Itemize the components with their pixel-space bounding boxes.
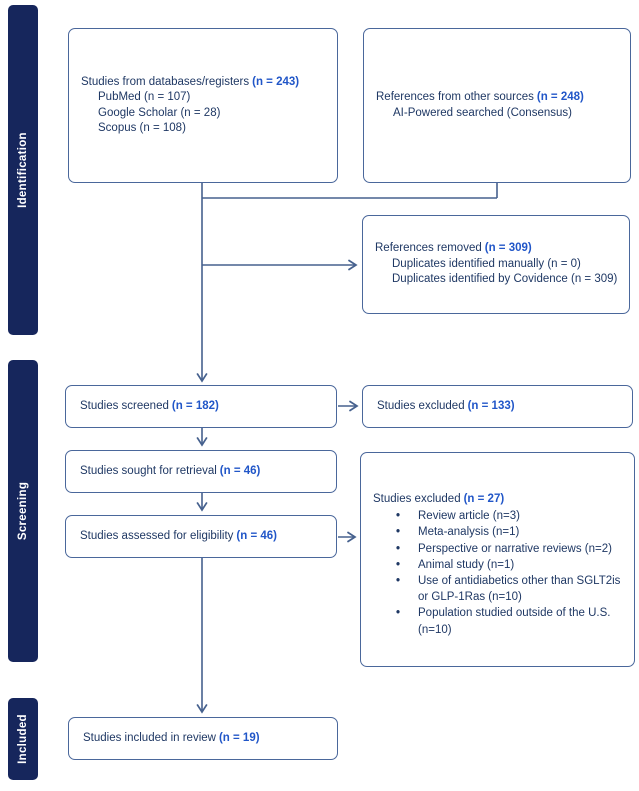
box-title-text: References from other sources (376, 91, 534, 103)
box-n-value: (n = 46) (219, 464, 261, 477)
box-studies-sought-retrieval: Studies sought for retrieval(n = 46) (65, 450, 337, 493)
box-n-value: (n = 133) (467, 399, 515, 412)
box-title-text: Studies included in review (83, 731, 216, 744)
list-item: PubMed (n = 107) (98, 91, 191, 103)
box-studies-screened: Studies screened(n = 182) (65, 385, 337, 428)
box-studies-excluded-eligibility: Studies excluded(n = 27) Review article … (360, 452, 635, 667)
stage-bar-identification: Identification (8, 5, 38, 335)
box-title-text: Studies sought for retrieval (80, 464, 217, 477)
other-sources-list: AI-Powered searched (Consensus) (376, 106, 630, 122)
box-n-value: (n = 19) (218, 731, 260, 744)
box-n-value: (n = 46) (236, 529, 278, 542)
box-n-value: (n = 27) (463, 493, 505, 505)
stage-label-screening: Screening (17, 481, 29, 541)
box-studies-from-databases: Studies from databases/registers(n = 243… (68, 28, 338, 183)
box-title-text: Studies excluded (377, 399, 465, 412)
box-title: References from other sources(n = 248) (376, 90, 630, 106)
box-studies-assessed-eligibility: Studies assessed for eligibility(n = 46) (65, 515, 337, 558)
box-studies-included-review: Studies included in review(n = 19) (68, 717, 338, 760)
stage-bar-included: Included (8, 698, 38, 780)
box-title-text: Studies from databases/registers (81, 75, 250, 88)
database-sources-list: PubMed (n = 107) Google Scholar (n = 28)… (81, 90, 337, 137)
box-n-value: (n = 243) (252, 75, 300, 88)
box-references-other-sources: References from other sources(n = 248) A… (363, 28, 631, 183)
list-item: Duplicates identified manually (n = 0) (392, 257, 581, 270)
box-studies-excluded-screening: Studies excluded(n = 133) (362, 385, 633, 428)
stage-label-included: Included (17, 714, 29, 764)
list-item: Duplicates identified by Covidence (n = … (392, 273, 618, 286)
list-item: Scopus (n = 108) (98, 122, 186, 134)
box-n-value: (n = 182) (171, 399, 219, 412)
box-title: Studies from databases/registers(n = 243… (81, 75, 337, 91)
exclusion-reasons-list: Review article (n=3) Meta-analysis (n=1)… (373, 508, 626, 638)
list-item: Perspective or narrative reviews (n=2) (396, 541, 626, 557)
box-title-text: References removed (375, 242, 482, 255)
box-references-removed: References removed(n = 309) Duplicates i… (362, 215, 630, 314)
stage-bar-screening: Screening (8, 360, 38, 662)
list-item: Meta-analysis (n=1) (396, 524, 626, 540)
list-item: Population studied outside of the U.S. (… (396, 605, 626, 637)
list-item: AI-Powered searched (Consensus) (393, 106, 572, 119)
list-item: Animal study (n=1) (396, 557, 626, 573)
box-title-text: Studies assessed for eligibility (80, 529, 234, 542)
box-title-text: Studies screened (80, 399, 169, 412)
box-title: References removed(n = 309) (375, 241, 629, 257)
box-title: Studies excluded(n = 27) (373, 491, 626, 507)
duplicates-list: Duplicates identified manually (n = 0) D… (375, 257, 629, 288)
box-n-value: (n = 248) (536, 91, 584, 103)
box-n-value: (n = 309) (484, 242, 532, 255)
list-item: Use of antidiabetics other than SGLT2is … (396, 573, 626, 605)
box-title-text: Studies excluded (373, 493, 461, 505)
list-item: Review article (n=3) (396, 508, 626, 524)
stage-label-identification: Identification (17, 132, 30, 208)
list-item: Google Scholar (n = 28) (98, 106, 221, 119)
